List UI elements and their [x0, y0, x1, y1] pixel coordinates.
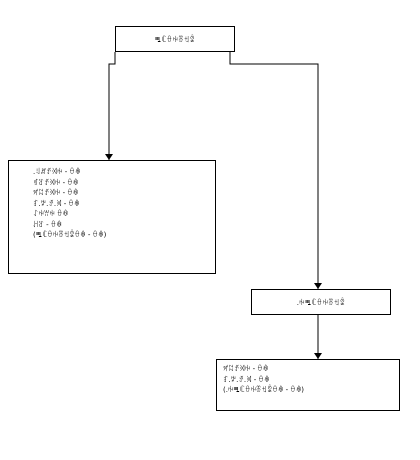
list-item: (.ꑭꗀꏸꂷꑭꁨꉬꑒꂷꊿ - ꂷꊿ): [223, 386, 305, 394]
bottom-node-list: ꈪꉆꀋꄉꑭ - ꂷꊿ ꆏ.ꉢ.ꀋ.ꄉ - ꂷꊿ (.ꑭꗀꏸꂷꑭꁨꉬꑒꂷꊿ - ꂷ…: [217, 360, 399, 400]
left-node-list: .ꆹꏦꀋꄉꑭ - ꂷꊿ ꁍꋒꀋꄉꑭ - ꂷꊿ ꈪꉆꀋꄉꑭ - ꂷꊿ ꆏ.ꉢ.ꀋ.…: [9, 161, 215, 245]
list-item: ꆏ.ꉢ.ꀋ.ꄉ - ꂷꊿ: [223, 375, 270, 384]
arrowhead-left: [105, 154, 113, 160]
root-node: ꗀꏸꂷꑭꁨꉬꑒ: [115, 26, 235, 52]
list-item: ꈪꉆꀋꄉꑭ - ꂷꊿ: [33, 189, 79, 197]
root-node-label: ꗀꏸꂷꑭꁨꉬꑒ: [154, 35, 196, 44]
list-item: ꈪꉆꀋꄉꑭ - ꂷꊿ: [223, 365, 269, 373]
list-item: ꋍꑭꀕꑭ ꂷꊿ: [33, 210, 69, 218]
list-item: (ꗀꏸꂷꑭꁨꉬꑒꂷꊿ - ꂷꊿ): [33, 231, 107, 239]
connector-root-left: [108, 52, 116, 160]
bottom-node: ꈪꉆꀋꄉꑭ - ꂷꊿ ꆏ.ꉢ.ꀋ.ꄉ - ꂷꊿ (.ꑭꗀꏸꂷꑭꁨꉬꑒꂷꊿ - ꂷ…: [216, 359, 400, 411]
list-item: .ꆹꏦꀋꄉꑭ - ꂷꊿ: [33, 168, 81, 176]
left-node: .ꆹꏦꀋꄉꑭ - ꂷꊿ ꁍꋒꀋꄉꑭ - ꂷꊿ ꈪꉆꀋꄉꑭ - ꂷꊿ ꆏ.ꉢ.ꀋ.…: [8, 160, 216, 274]
mid-node-label: .ꑭꗀꏸꂷꑭꁨꉬꑒ: [296, 298, 346, 307]
list-item: ꃅꋒ - ꂷꊿ: [33, 220, 62, 229]
list-item: ꁍꋒꀋꄉꑭ - ꂷꊿ: [33, 178, 79, 187]
mid-node: .ꑭꗀꏸꂷꑭꁨꉬꑒ: [251, 289, 391, 315]
arrowhead-bottom: [314, 353, 322, 359]
arrowhead-mid: [314, 283, 322, 289]
list-item: ꆏ.ꉢ.ꀋ.ꄉ - ꂷꊿ: [33, 199, 80, 208]
connector-root-mid: [229, 52, 319, 289]
